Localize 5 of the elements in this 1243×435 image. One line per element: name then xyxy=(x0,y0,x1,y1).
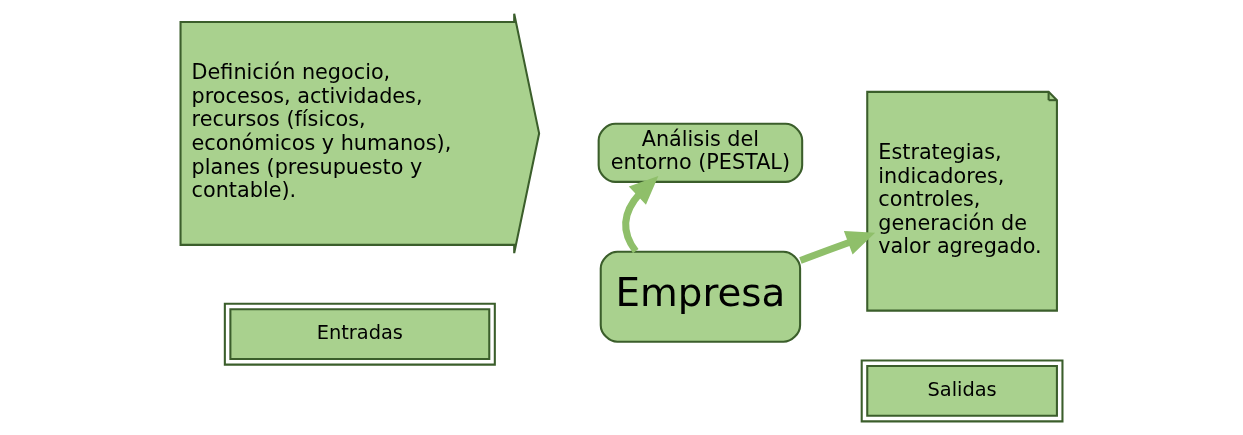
node-box: Entradas xyxy=(223,302,496,366)
arrow xyxy=(799,230,876,264)
node-box: Salidas xyxy=(860,359,1064,423)
node-box: Análisis del entorno (PESTAL) xyxy=(597,122,804,183)
node-box: Empresa xyxy=(599,250,802,343)
